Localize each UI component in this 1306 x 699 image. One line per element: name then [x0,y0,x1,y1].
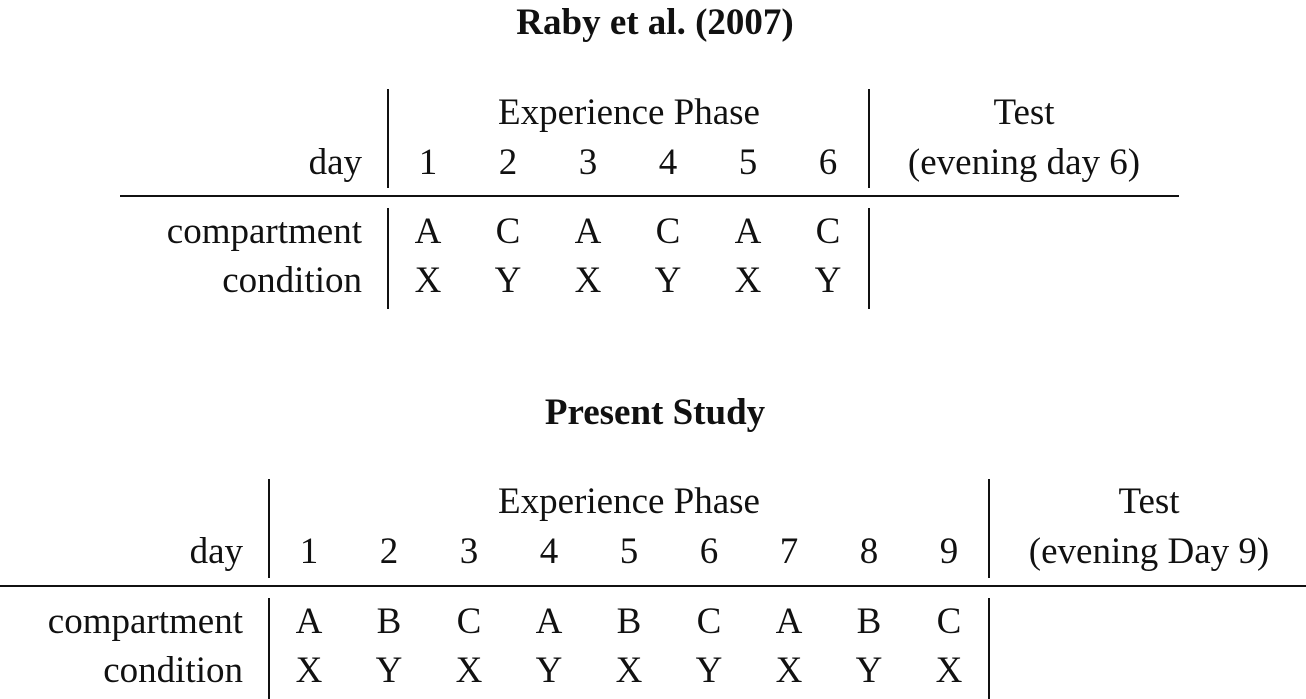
day-cell: 2 [498,142,518,183]
phase-header: Experience Phase [498,481,760,522]
row-label-compartment: compartment [166,211,362,252]
compartment-cell: A [414,211,442,252]
column-divider-left [268,598,270,699]
header-rule [0,585,1306,587]
day-cell: 2 [379,531,399,572]
compartment-cell: B [376,601,402,642]
row-label-condition: condition [222,260,362,301]
test-header-detail: (evening day 6) [907,142,1141,183]
column-divider-left [387,208,389,309]
day-cell: 6 [818,142,838,183]
day-cell: 3 [459,531,479,572]
condition-cell: X [574,260,602,301]
compartment-cell: A [734,211,762,252]
table-title: Present Study [544,392,766,433]
condition-cell: X [935,650,963,691]
day-cell: 5 [738,142,758,183]
compartment-cell: C [456,601,482,642]
day-cell: 7 [779,531,799,572]
compartment-cell: C [696,601,722,642]
row-label-day: day [189,531,243,572]
day-cell: 1 [418,142,438,183]
header-rule [120,195,1179,197]
column-divider-right [988,479,990,578]
condition-cell: Y [855,650,883,691]
row-label-compartment: compartment [47,601,243,642]
condition-cell: X [414,260,442,301]
condition-cell: X [734,260,762,301]
condition-cell: Y [814,260,842,301]
day-cell: 5 [619,531,639,572]
condition-cell: X [775,650,803,691]
test-header: Test [993,92,1055,133]
condition-cell: Y [494,260,522,301]
compartment-cell: C [936,601,962,642]
day-cell: 8 [859,531,879,572]
test-header-detail: (evening Day 9) [1028,531,1270,572]
row-label-condition: condition [103,650,243,691]
column-divider-right [868,89,870,188]
compartment-cell: C [655,211,681,252]
day-cell: 1 [299,531,319,572]
day-cell: 3 [578,142,598,183]
test-header: Test [1118,481,1180,522]
day-cell: 6 [699,531,719,572]
compartment-cell: B [616,601,642,642]
phase-header: Experience Phase [498,92,760,133]
column-divider-right [988,598,990,699]
row-label-day: day [308,142,362,183]
condition-cell: Y [695,650,723,691]
column-divider-right [868,208,870,309]
compartment-cell: C [495,211,521,252]
day-cell: 9 [939,531,959,572]
day-cell: 4 [658,142,678,183]
condition-cell: Y [654,260,682,301]
compartment-cell: C [815,211,841,252]
condition-cell: Y [535,650,563,691]
column-divider-left [387,89,389,188]
compartment-cell: B [856,601,882,642]
compartment-cell: A [535,601,563,642]
compartment-cell: A [775,601,803,642]
day-cell: 4 [539,531,559,572]
compartment-cell: A [295,601,323,642]
compartment-cell: A [574,211,602,252]
condition-cell: Y [375,650,403,691]
condition-cell: X [455,650,483,691]
condition-cell: X [615,650,643,691]
condition-cell: X [295,650,323,691]
table-title: Raby et al. (2007) [516,2,794,43]
column-divider-left [268,479,270,578]
